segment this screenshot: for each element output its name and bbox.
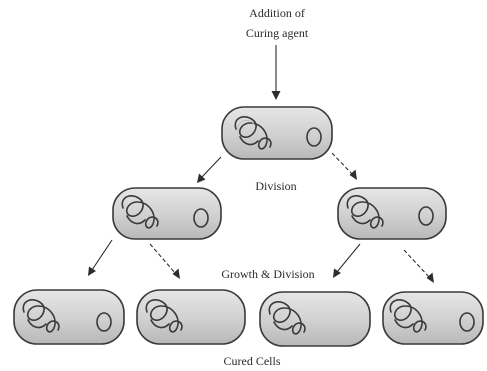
parent-cell — [221, 106, 333, 160]
curing-agent-label-line1: Addition of — [249, 6, 305, 20]
cured-generation-cell-2 — [136, 289, 246, 345]
plasmid-icon — [268, 301, 306, 335]
arrow-right-to-cell4 — [403, 249, 434, 283]
nucleoid-icon — [96, 312, 112, 332]
arrow-left-to-cell2 — [149, 243, 180, 279]
nucleoid-icon — [418, 206, 434, 226]
nucleoid-icon — [459, 312, 475, 332]
arrow-left-to-cell1 — [88, 239, 113, 276]
plasmid-icon — [234, 116, 272, 150]
plasmid-icon — [346, 195, 384, 229]
arrow-right-to-cell3 — [333, 243, 361, 278]
cured-generation-cell-3 — [259, 291, 371, 347]
plasmid-icon — [121, 195, 159, 229]
cured-generation-cell-4 — [382, 291, 484, 345]
plasmid-icon — [145, 299, 183, 333]
plasmid-icon — [22, 299, 60, 333]
daughter-cell-right — [337, 187, 447, 240]
daughter-cell-left — [112, 187, 222, 240]
growth-division-label: Growth & Division — [221, 267, 314, 281]
arrow-parent-to-right — [331, 152, 357, 180]
cured-cells-label: Cured Cells — [224, 354, 281, 368]
curing-agent-arrow — [271, 45, 281, 100]
arrow-parent-to-left — [197, 156, 222, 183]
division-label: Division — [255, 179, 296, 193]
plasmid-icon — [389, 299, 427, 333]
cured-generation-cell-1 — [13, 289, 125, 345]
curing-agent-label-line2: Curing agent — [246, 26, 309, 40]
nucleoid-icon — [306, 127, 322, 147]
nucleoid-icon — [193, 208, 209, 228]
